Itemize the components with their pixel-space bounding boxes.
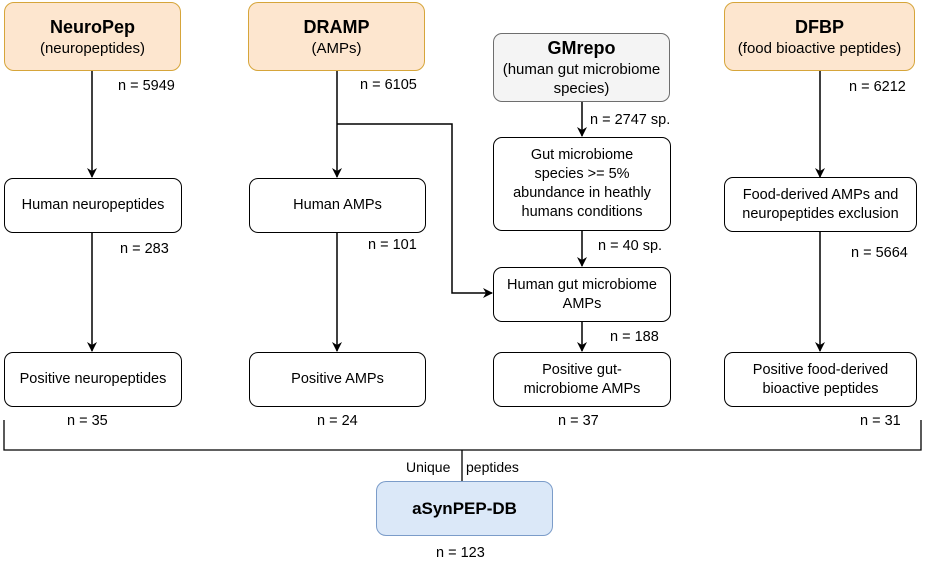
step-label: Positive neuropeptides — [19, 371, 167, 387]
step-label: Human AMPs — [293, 197, 382, 213]
merge-label-peptides: peptides — [466, 459, 519, 475]
database-title: aSynPEP-DB — [412, 499, 517, 518]
count-gmrepo-species: n = 2747 sp. — [590, 112, 671, 128]
source-subtitle: (neuropeptides) — [39, 39, 146, 57]
count-gmrepo-filtered: n = 40 sp. — [598, 238, 663, 254]
count-dramp-human: n = 101 — [368, 237, 417, 253]
merge-label-unique: Unique — [406, 459, 451, 475]
count-final: n = 123 — [436, 545, 485, 561]
step-positive-gut-amps: Positive gut- microbiome AMPs — [493, 352, 671, 407]
source-dfbp: DFBP (food bioactive peptides) — [724, 2, 915, 71]
step-label: bioactive peptides — [762, 380, 879, 397]
step-label: Gut microbiome — [530, 147, 634, 163]
step-label: Positive gut- — [542, 361, 622, 378]
step-label: microbiome AMPs — [523, 380, 641, 397]
count-gut-positive: n = 37 — [558, 413, 599, 429]
count-neuropep-positive: n = 35 — [67, 413, 108, 429]
step-human-amps: Human AMPs — [249, 178, 426, 233]
count-dramp-positive: n = 24 — [317, 413, 358, 429]
source-title: DRAMP — [303, 16, 370, 37]
source-subtitle: (AMPs) — [311, 39, 362, 57]
arrow-dramp-to-gut-amps — [337, 123, 493, 298]
source-neuropep: NeuroPep (neuropeptides) — [4, 2, 181, 71]
count-dfbp-excluded: n = 5664 — [851, 245, 908, 261]
source-title: DFBP — [795, 16, 844, 37]
step-label: Human neuropeptides — [21, 197, 165, 213]
step-food-exclusion: Food-derived AMPs and neuropeptides excl… — [724, 177, 917, 232]
source-subtitle: (human gut microbiome — [502, 61, 661, 78]
database-asynpep-db: aSynPEP-DB — [376, 481, 553, 536]
source-title: GMrepo — [547, 38, 616, 58]
step-label: AMPs — [562, 295, 602, 312]
step-label: Positive AMPs — [291, 371, 384, 387]
step-label: abundance in heathly — [513, 185, 651, 201]
count-neuropep-human: n = 283 — [120, 241, 169, 257]
source-subtitle: species) — [553, 80, 610, 97]
count-dfbp-positive: n = 31 — [860, 413, 901, 429]
step-label: species >= 5% — [534, 166, 630, 182]
step-positive-neuropeptides: Positive neuropeptides — [4, 352, 182, 407]
step-label: Human gut microbiome — [507, 276, 657, 293]
merge-bracket — [3, 420, 922, 451]
step-label: Food-derived AMPs and — [742, 186, 899, 203]
source-title: NeuroPep — [49, 16, 136, 37]
step-positive-food: Positive food-derived bioactive peptides — [724, 352, 917, 407]
count-dramp-total: n = 6105 — [360, 77, 417, 93]
count-neuropep-total: n = 5949 — [118, 78, 175, 94]
step-human-gut-amps: Human gut microbiome AMPs — [493, 267, 671, 322]
step-gut-species-filter: Gut microbiome species >= 5% abundance i… — [493, 137, 671, 231]
step-label: humans conditions — [521, 204, 643, 220]
source-gmrepo: GMrepo (human gut microbiome species) — [493, 33, 670, 102]
step-human-neuropeptides: Human neuropeptides — [4, 178, 182, 233]
source-subtitle: (food bioactive peptides) — [737, 39, 902, 57]
step-label: Positive food-derived — [752, 361, 889, 378]
count-dfbp-total: n = 6212 — [849, 79, 906, 95]
step-positive-amps: Positive AMPs — [249, 352, 426, 407]
step-label: neuropeptides exclusion — [742, 205, 899, 222]
count-gut-amps: n = 188 — [610, 329, 659, 345]
source-dramp: DRAMP (AMPs) — [248, 2, 425, 71]
